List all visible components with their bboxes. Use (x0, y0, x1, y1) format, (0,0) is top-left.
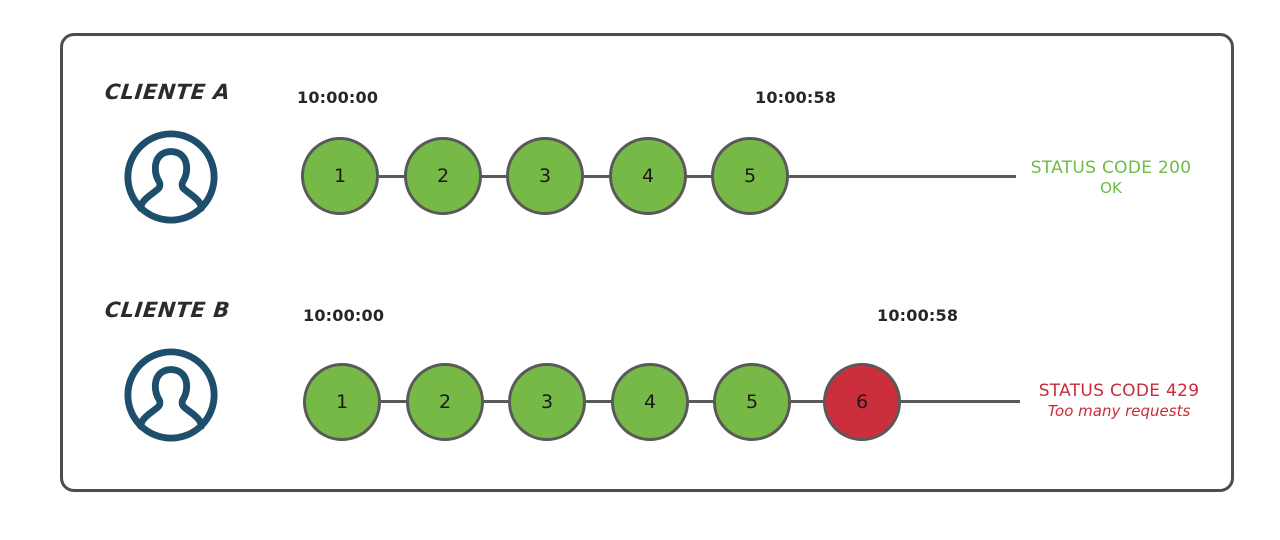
request-node-number: 1 (335, 391, 349, 413)
connector-4-5 (688, 400, 716, 403)
request-node-number: 5 (745, 391, 759, 413)
request-node-number: 1 (333, 165, 347, 187)
connector-2-3 (483, 400, 511, 403)
status-code-line: STATUS CODE 200 (1030, 158, 1192, 178)
connector-2-3 (481, 175, 508, 178)
status-code-line: STATUS CODE 429 (1038, 381, 1200, 401)
request-node-number: 6 (855, 391, 869, 413)
client-a-timestamp-start: 10:00:00 (297, 88, 379, 107)
request-node-number: 4 (641, 165, 655, 187)
request-node-number: 3 (538, 165, 552, 187)
request-node[interactable]: 1 (303, 363, 381, 441)
connector-5-status (788, 175, 1016, 178)
client-b-label: CLIENTE B (103, 298, 232, 322)
request-node[interactable]: 2 (404, 137, 482, 215)
request-node[interactable]: 3 (506, 137, 584, 215)
request-node[interactable]: 4 (609, 137, 687, 215)
user-avatar-icon (122, 346, 220, 444)
connector-3-4 (583, 175, 611, 178)
client-b-timestamp-start: 10:00:00 (303, 306, 385, 325)
connector-3-4 (586, 400, 613, 403)
request-node-number: 2 (436, 165, 450, 187)
request-node-number: 4 (643, 391, 657, 413)
request-node-number: 3 (540, 391, 554, 413)
request-node-rate-limited[interactable]: 6 (823, 363, 901, 441)
connector-5-6 (791, 400, 826, 403)
connector-1-2 (379, 175, 406, 178)
status-message-line: Too many requests (1047, 402, 1191, 421)
connector-1-2 (381, 400, 408, 403)
request-node[interactable]: 2 (406, 363, 484, 441)
connector-6-status (901, 400, 1020, 403)
user-avatar-icon (122, 128, 220, 226)
request-node-number: 2 (438, 391, 452, 413)
client-b-status-badge: STATUS CODE 429 Too many requests (1024, 381, 1214, 421)
client-a-timestamp-end: 10:00:58 (755, 88, 837, 107)
request-node[interactable]: 5 (713, 363, 791, 441)
request-node-number: 5 (743, 165, 757, 187)
client-a-label: CLIENTE A (103, 80, 232, 104)
request-node[interactable]: 3 (508, 363, 586, 441)
status-message-line: OK (1100, 179, 1122, 198)
client-b-timestamp-end: 10:00:58 (877, 306, 959, 325)
request-node[interactable]: 5 (711, 137, 789, 215)
request-node[interactable]: 4 (611, 363, 689, 441)
connector-4-5 (686, 175, 713, 178)
client-a-status-badge: STATUS CODE 200 OK (1025, 158, 1197, 198)
request-node[interactable]: 1 (301, 137, 379, 215)
